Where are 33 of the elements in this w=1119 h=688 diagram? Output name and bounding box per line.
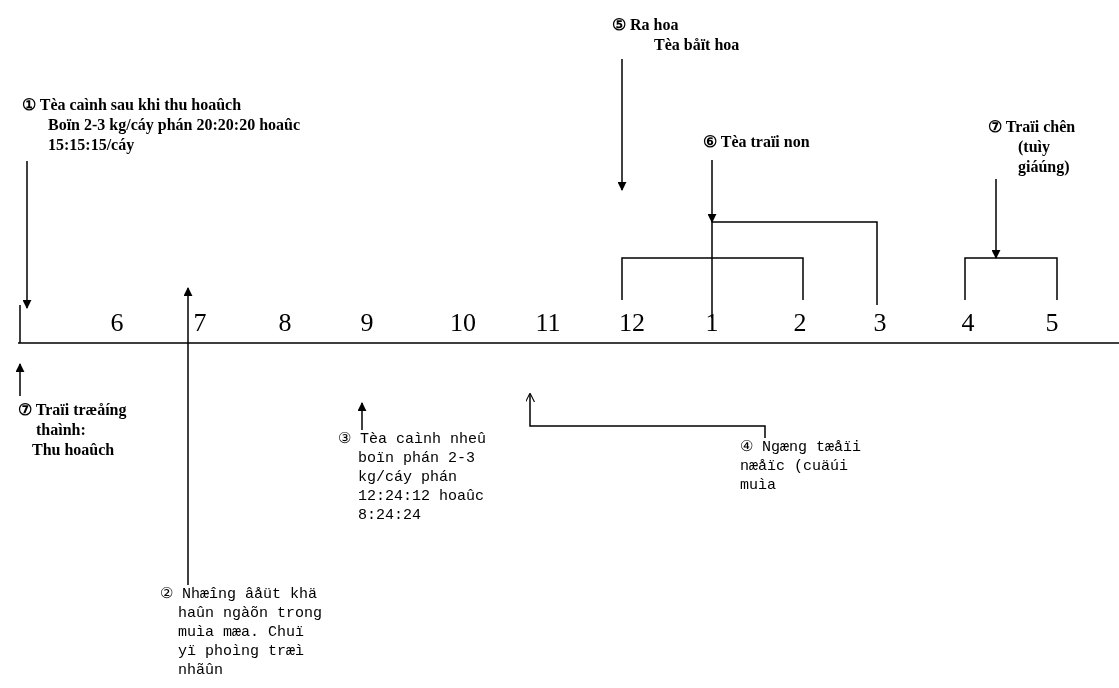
bracket [621, 257, 804, 301]
month-label: 5 [1045, 308, 1059, 338]
month-label: 1 [705, 308, 719, 338]
month-label: 2 [793, 308, 807, 338]
annotation-text: ④ Ngæng tæåïi næåïc (cuäúi muìa [740, 438, 863, 495]
arrow [707, 159, 717, 223]
arrow [357, 402, 367, 431]
month-label: 12 [619, 308, 645, 338]
month-label: 3 [873, 308, 887, 338]
arrow [15, 363, 25, 397]
arrow [22, 160, 32, 309]
month-label: 10 [450, 308, 476, 338]
arrow [617, 58, 627, 191]
annotation-text: Tèa båït hoa [653, 35, 741, 55]
annotation-text: ① Tèa caình sau khi thu hoaûch [22, 95, 243, 115]
arrow [991, 178, 1001, 259]
bracket [964, 257, 1058, 301]
annotation-text: ⑦ Traïi chên (tuìy giáúng) [988, 117, 1077, 177]
annotation-text: ② Nhæîng âåüt khä haûn ngàõn trong muìa mæa. Chuï yï phoìng træì nhãûn [160, 585, 324, 680]
month-label: 6 [110, 308, 124, 338]
month-label: 4 [961, 308, 975, 338]
arrow [183, 287, 193, 586]
month-label: 8 [278, 308, 292, 338]
annotation-text: ⑥ Tèa traïi non [703, 132, 811, 152]
annotation-text: Boïn 2-3 kg/cáy phán 20:20:20 hoaûc 15:15:15/cáy [47, 115, 302, 155]
annotation-text: ⑦ Traïi træåíng thaình: [18, 400, 128, 440]
arrow [524, 392, 766, 439]
annotation-text: Thu hoaûch [31, 440, 116, 460]
annotation-text: ③ Tèa caình nheû boïn phán 2-3 kg/cáy phán 12:24:12 hoaûc 8:24:24 [338, 430, 488, 525]
month-label: 9 [360, 308, 374, 338]
month-label: 7 [193, 308, 207, 338]
annotation-text: ⑤ Ra hoa [612, 15, 680, 35]
month-label: 11 [535, 308, 561, 338]
